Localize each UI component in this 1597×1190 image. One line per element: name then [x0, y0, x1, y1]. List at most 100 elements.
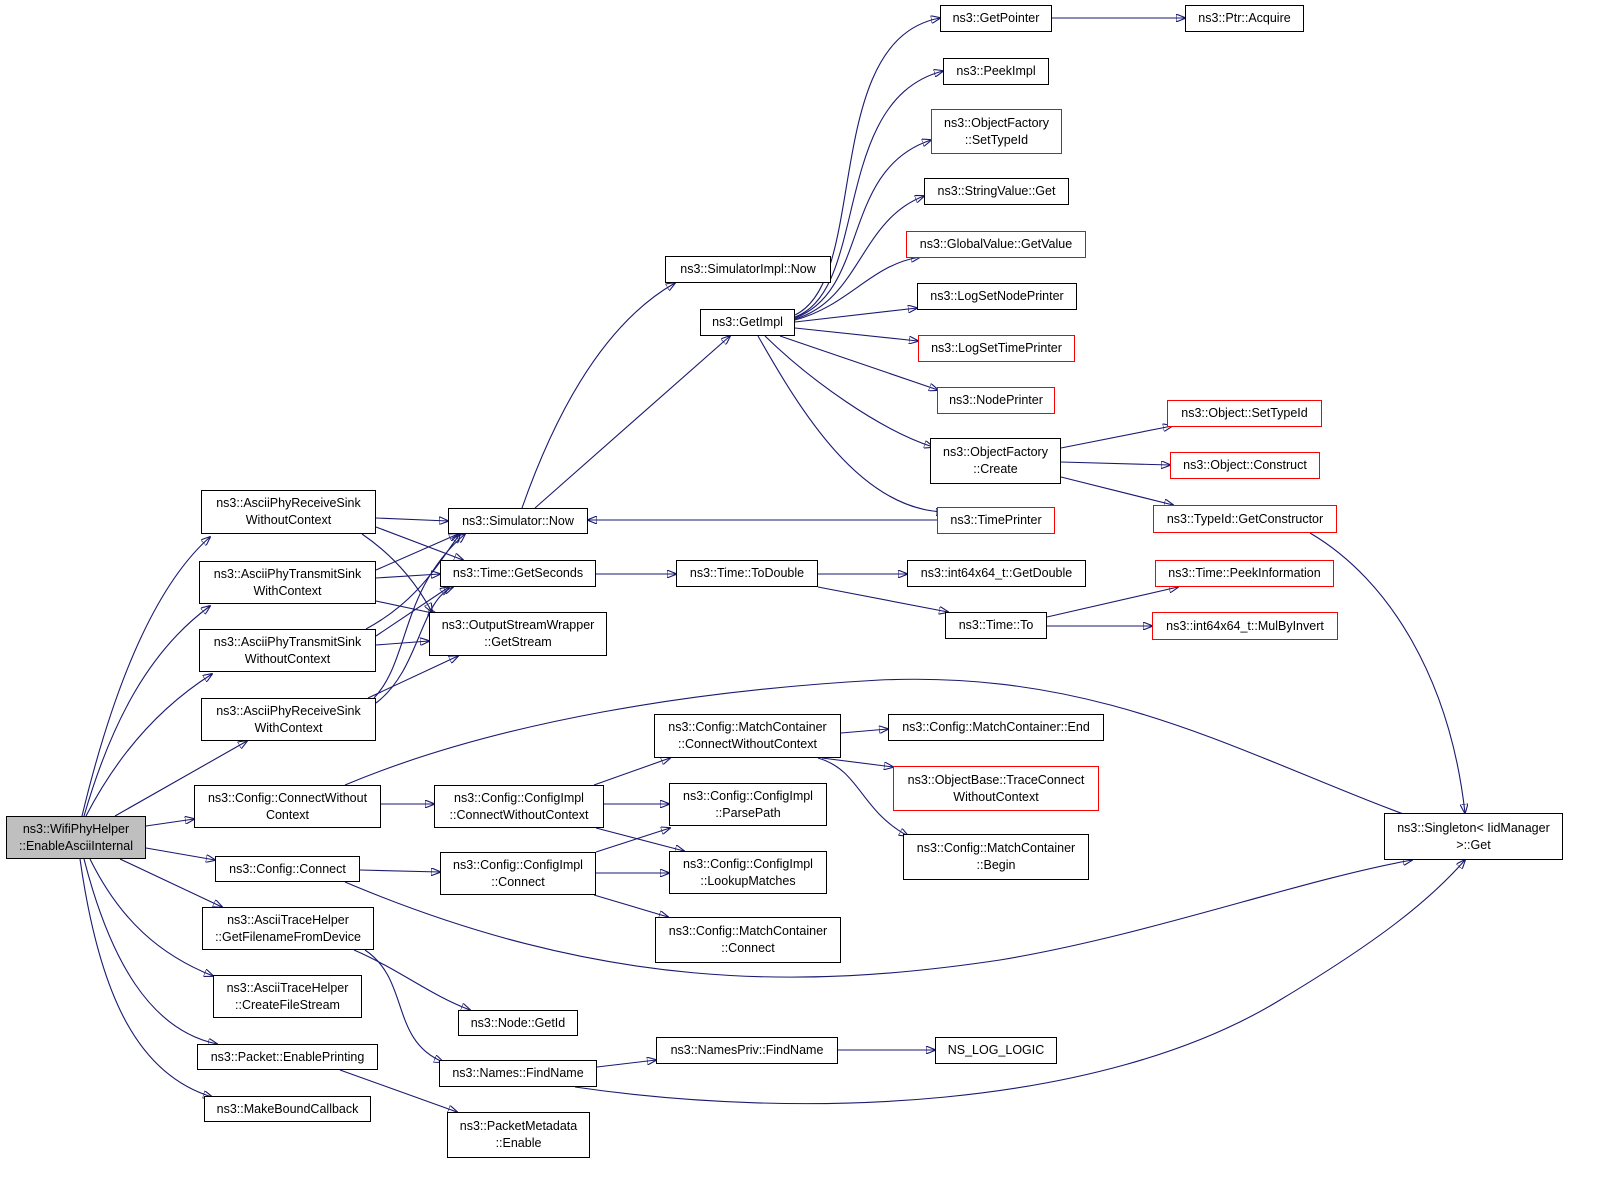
node-pacq[interactable]: ns3::Ptr::Acquire — [1185, 5, 1304, 32]
edge-ofc-to-tgc — [1060, 476, 1173, 505]
edge-mccw-to-obtc — [821, 757, 893, 767]
node-tpi[interactable]: ns3::Time::PeekInformation — [1155, 560, 1334, 587]
edge-arsw-to-tgs — [375, 526, 463, 560]
edge-nfn-to-npfn — [596, 1060, 656, 1068]
edge-arsc-to-osw — [367, 656, 458, 699]
node-cilm[interactable]: ns3::Config::ConfigImpl ::LookupMatches — [669, 851, 827, 894]
edge-cic-to-mcc — [593, 894, 668, 917]
node-peek[interactable]: ns3::PeekImpl — [943, 58, 1049, 85]
edge-gimpl-to-svg — [794, 196, 924, 320]
node-arsw[interactable]: ns3::AsciiPhyReceiveSink WithoutContext — [201, 490, 376, 534]
edge-cc-to-cic — [359, 870, 440, 872]
node-lstp[interactable]: ns3::LogSetTimePrinter — [918, 335, 1075, 362]
node-cfs[interactable]: ns3::AsciiTraceHelper ::CreateFileStream — [213, 975, 362, 1018]
node-oc[interactable]: ns3::Object::Construct — [1170, 452, 1320, 479]
edge-gimpl-to-gvgv — [794, 257, 920, 321]
edge-mccw-to-mcend — [840, 729, 888, 733]
edge-wifi-to-cc — [145, 847, 215, 860]
node-tp[interactable]: ns3::TimePrinter — [937, 507, 1055, 534]
node-ost[interactable]: ns3::Object::SetTypeId — [1167, 400, 1322, 427]
edge-atsc-to-osw — [375, 600, 437, 614]
edge-arsc-to-tgs — [375, 587, 453, 704]
edge-tto-to-tpi — [1046, 587, 1178, 618]
node-gptr[interactable]: ns3::GetPointer — [940, 5, 1052, 32]
node-ccw[interactable]: ns3::Config::ConnectWithout Context — [194, 785, 381, 828]
node-atsw[interactable]: ns3::AsciiPhyTransmitSink WithoutContext — [199, 629, 376, 672]
edge-wifi-to-mbc — [79, 858, 212, 1097]
node-mbc[interactable]: ns3::MakeBoundCallback — [204, 1096, 371, 1122]
node-nll[interactable]: NS_LOG_LOGIC — [935, 1037, 1057, 1064]
node-i64gd[interactable]: ns3::int64x64_t::GetDouble — [907, 560, 1086, 587]
edge-ttd-to-tto — [817, 586, 948, 612]
edge-cc-to-sget — [344, 860, 1412, 978]
node-tgc[interactable]: ns3::TypeId::GetConstructor — [1153, 505, 1337, 533]
node-lsnp[interactable]: ns3::LogSetNodePrinter — [917, 283, 1077, 310]
edge-mccw-to-mcb — [817, 757, 908, 836]
edge-snow-to-gimpl — [534, 336, 730, 509]
node-np[interactable]: ns3::NodePrinter — [937, 387, 1055, 414]
node-arsc[interactable]: ns3::AsciiPhyReceiveSink WithContext — [201, 698, 376, 741]
node-atsc[interactable]: ns3::AsciiPhyTransmitSink WithContext — [199, 561, 376, 604]
edge-atsc-to-snow — [375, 534, 458, 571]
node-ngid[interactable]: ns3::Node::GetId — [458, 1010, 578, 1036]
node-pep[interactable]: ns3::Packet::EnablePrinting — [197, 1044, 378, 1070]
node-wifi: ns3::WifiPhyHelper ::EnableAsciiInternal — [6, 816, 146, 859]
edge-wifi-to-cfs — [89, 858, 213, 976]
node-sget[interactable]: ns3::Singleton< IidManager >::Get — [1384, 813, 1563, 860]
node-mccw[interactable]: ns3::Config::MatchContainer ::ConnectWit… — [654, 714, 841, 758]
edge-ofc-to-ost — [1060, 426, 1172, 449]
node-mcend[interactable]: ns3::Config::MatchContainer::End — [888, 714, 1104, 741]
edge-ccw-to-sget — [344, 678, 1428, 823]
edge-wifi-to-ccw — [145, 819, 194, 827]
node-svg[interactable]: ns3::StringValue::Get — [924, 178, 1069, 205]
edge-gimpl-to-lsnp — [794, 308, 917, 323]
node-gfd[interactable]: ns3::AsciiTraceHelper ::GetFilenameFromD… — [202, 907, 374, 950]
edge-nfn-to-sget — [574, 860, 1465, 1105]
edge-gimpl-to-peek — [794, 71, 943, 318]
node-gvgv[interactable]: ns3::GlobalValue::GetValue — [906, 231, 1086, 258]
node-ofst[interactable]: ns3::ObjectFactory ::SetTypeId — [931, 109, 1062, 154]
edge-atsc-to-tgs — [375, 574, 440, 578]
node-tto[interactable]: ns3::Time::To — [945, 612, 1047, 639]
node-snow[interactable]: ns3::Simulator::Now — [448, 508, 588, 534]
edge-gimpl-to-lstp — [794, 327, 918, 341]
node-i64mi[interactable]: ns3::int64x64_t::MulByInvert — [1152, 612, 1338, 640]
node-ofc[interactable]: ns3::ObjectFactory ::Create — [930, 438, 1061, 484]
edge-atsw-to-osw — [375, 641, 429, 645]
edge-arsc-to-snow — [373, 534, 465, 699]
node-sin[interactable]: ns3::SimulatorImpl::Now — [665, 256, 831, 283]
edge-wifi-to-arsc — [114, 741, 247, 817]
edge-cicw-to-cilm — [595, 827, 684, 851]
edge-gimpl-to-gptr — [794, 18, 940, 316]
node-mcb[interactable]: ns3::Config::MatchContainer ::Begin — [903, 834, 1089, 880]
edge-pep-to-pme — [339, 1069, 457, 1112]
edge-wifi-to-arsw — [81, 537, 210, 817]
node-cipp[interactable]: ns3::Config::ConfigImpl ::ParsePath — [669, 783, 827, 826]
edge-snow-to-sin — [521, 283, 675, 509]
edge-wifi-to-pep — [83, 858, 217, 1044]
node-tgs[interactable]: ns3::Time::GetSeconds — [440, 560, 596, 587]
edge-wifi-to-atsw — [85, 674, 212, 817]
edge-gfd-to-ngid — [353, 949, 470, 1010]
node-pme[interactable]: ns3::PacketMetadata ::Enable — [447, 1112, 590, 1158]
node-cicw[interactable]: ns3::Config::ConfigImpl ::ConnectWithout… — [434, 785, 604, 828]
edge-atsw-to-snow — [365, 534, 460, 630]
edge-gimpl-to-tp — [757, 335, 945, 512]
node-mcc[interactable]: ns3::Config::MatchContainer ::Connect — [655, 917, 841, 963]
edge-cic-to-cipp — [595, 828, 670, 853]
node-cic[interactable]: ns3::Config::ConfigImpl ::Connect — [440, 852, 596, 895]
edge-cicw-to-mccw — [593, 758, 670, 786]
edge-ofc-to-oc — [1060, 462, 1170, 465]
edge-tgc-to-sget — [1309, 532, 1465, 813]
node-cc[interactable]: ns3::Config::Connect — [215, 856, 360, 882]
node-npfn[interactable]: ns3::NamesPriv::FindName — [656, 1037, 838, 1064]
node-gimpl[interactable]: ns3::GetImpl — [700, 309, 795, 336]
edge-arsw-to-osw — [361, 533, 432, 612]
node-osw[interactable]: ns3::OutputStreamWrapper ::GetStream — [429, 612, 607, 656]
edge-wifi-to-atsc — [83, 606, 210, 817]
node-obtc[interactable]: ns3::ObjectBase::TraceConnect WithoutCon… — [893, 766, 1099, 811]
node-ttd[interactable]: ns3::Time::ToDouble — [676, 560, 818, 587]
node-nfn[interactable]: ns3::Names::FindName — [439, 1060, 597, 1087]
